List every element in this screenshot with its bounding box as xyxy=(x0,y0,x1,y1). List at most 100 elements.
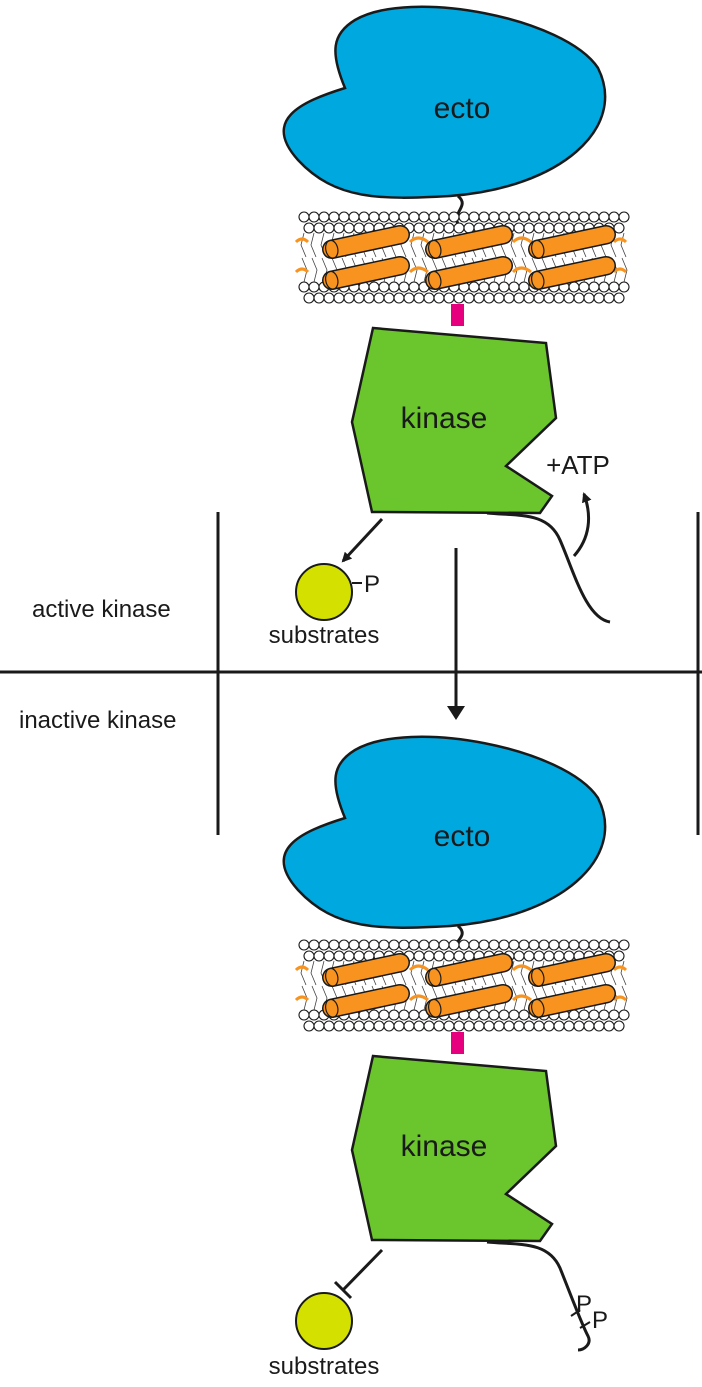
inhibition-line xyxy=(341,1248,384,1292)
lipid-head xyxy=(328,939,340,951)
lipid-head xyxy=(483,1020,495,1032)
lipid-head xyxy=(453,292,465,304)
ecto-domain xyxy=(282,735,607,929)
lipid-head xyxy=(333,1020,345,1032)
lipid-head xyxy=(413,292,425,304)
lipid-head xyxy=(603,292,615,304)
lipid-head xyxy=(603,1020,615,1032)
lipid-head xyxy=(308,281,320,293)
lipid-head xyxy=(408,211,420,223)
lipid-head xyxy=(368,939,380,951)
lipid-head xyxy=(598,1009,610,1021)
lipid-head xyxy=(578,281,590,293)
lipid-head xyxy=(543,222,555,234)
lipid-head xyxy=(513,950,525,962)
lipid-head xyxy=(568,939,580,951)
lipid-head xyxy=(598,211,610,223)
lipid-head xyxy=(493,292,505,304)
lipid-head xyxy=(443,1020,455,1032)
lipid-head xyxy=(548,211,560,223)
lipid-head xyxy=(323,292,335,304)
lipid-head xyxy=(543,950,555,962)
lipid-head xyxy=(383,292,395,304)
lipid-tail xyxy=(310,960,318,1011)
transmembrane-helix xyxy=(425,952,513,988)
lipid-head xyxy=(303,292,315,304)
lipid-head xyxy=(433,1020,445,1032)
lipid-head xyxy=(478,281,490,293)
lipid-head xyxy=(343,292,355,304)
lipid-head xyxy=(528,211,540,223)
active-receptor: ecto kinase +ATP P substrates xyxy=(269,5,630,649)
helix-end-cap xyxy=(325,967,339,987)
lipid-head xyxy=(388,281,400,293)
lipid-head xyxy=(388,211,400,223)
lipid-head xyxy=(368,1009,380,1021)
lipid-head xyxy=(308,211,320,223)
lipid-head xyxy=(588,281,600,293)
lipid-head xyxy=(438,939,450,951)
tail-phosphate-bond-1 xyxy=(570,1309,581,1317)
ecto-domain xyxy=(282,5,607,199)
lipid-tail xyxy=(410,960,418,1011)
lipid-tail xyxy=(620,232,628,283)
lipid-head xyxy=(578,939,590,951)
lipid-head xyxy=(398,211,410,223)
lipid-head xyxy=(608,939,620,951)
helix-end-cap xyxy=(428,239,442,259)
lipid-head xyxy=(418,211,430,223)
lipid-head xyxy=(488,1009,500,1021)
lipid-head xyxy=(353,222,365,234)
lipid-head xyxy=(473,1020,485,1032)
helix-end-cap xyxy=(325,239,339,259)
lipid-head xyxy=(413,950,425,962)
ecto-label: ecto xyxy=(434,92,491,125)
atp-label: +ATP xyxy=(546,450,610,480)
lipid-head xyxy=(523,292,535,304)
helix-end-cap xyxy=(531,967,545,987)
lipid-head xyxy=(578,211,590,223)
lipid-head xyxy=(588,939,600,951)
lipid-head xyxy=(498,211,510,223)
lipid-head xyxy=(348,211,360,223)
lipid-head xyxy=(458,939,470,951)
transmembrane-helix xyxy=(528,255,616,291)
lipid-head xyxy=(528,939,540,951)
lipid-head xyxy=(558,211,570,223)
lipid-head xyxy=(313,222,325,234)
lipid-head xyxy=(568,211,580,223)
lipid-head xyxy=(553,292,565,304)
helix-linker xyxy=(294,994,628,1002)
lipid-head xyxy=(368,211,380,223)
substrate-circle xyxy=(295,1292,353,1350)
inhibition-bar xyxy=(333,1280,353,1300)
lipid-head xyxy=(508,281,520,293)
lipid-head xyxy=(618,211,630,223)
lipid-head xyxy=(323,1020,335,1032)
lipid-head xyxy=(533,292,545,304)
helix-linker xyxy=(294,236,628,244)
lipid-head xyxy=(413,222,425,234)
lipid-head xyxy=(498,281,510,293)
lipid-head xyxy=(408,281,420,293)
lipid-head xyxy=(518,939,530,951)
lipid-head xyxy=(453,950,465,962)
lipid-head xyxy=(598,281,610,293)
lipid-head xyxy=(333,950,345,962)
lipid-tail xyxy=(310,232,318,283)
lipid-head xyxy=(478,939,490,951)
lipid-head xyxy=(508,1009,520,1021)
lipid-head xyxy=(343,950,355,962)
lipid-head xyxy=(308,1009,320,1021)
lipid-head xyxy=(418,939,430,951)
lipid-head xyxy=(423,222,435,234)
lipid-head xyxy=(358,211,370,223)
lipid-head xyxy=(473,292,485,304)
c-terminal-tail xyxy=(486,1240,591,1352)
lipid-head xyxy=(518,211,530,223)
transmembrane-helix xyxy=(528,952,616,988)
lipid-head xyxy=(358,939,370,951)
lipid-head xyxy=(468,211,480,223)
lipid-head xyxy=(613,292,625,304)
atp-arrow xyxy=(572,492,592,557)
